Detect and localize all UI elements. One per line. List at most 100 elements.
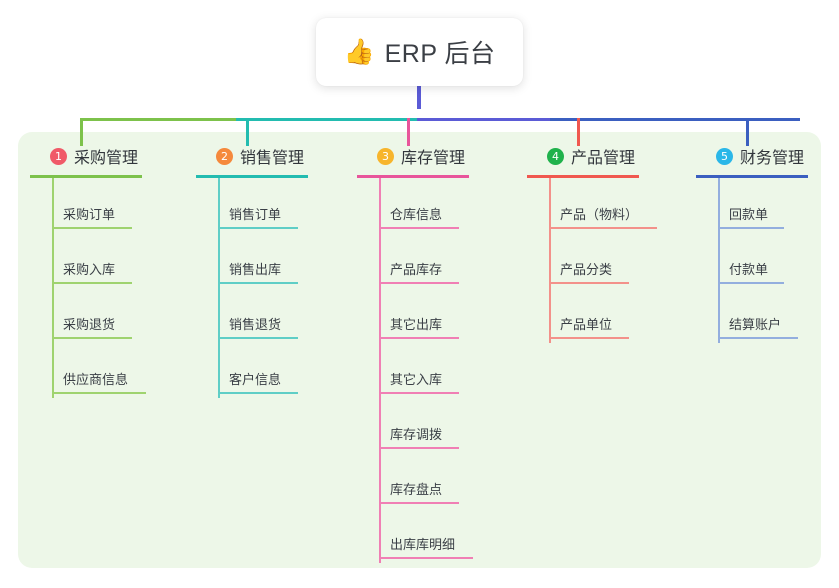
branch-title-5: 财务管理	[740, 150, 805, 167]
leaf-label: 结算账户	[729, 317, 782, 332]
leaf-item[interactable]: 销售订单	[196, 178, 308, 233]
branch-badge-2: 2	[216, 147, 233, 165]
diagram-panel	[18, 132, 821, 568]
bus-connector-4	[550, 118, 728, 121]
branch-badge-4: 4	[547, 147, 564, 165]
leaf-list-2: 销售订单销售出库销售退货客户信息	[196, 178, 308, 398]
leaf-underline	[718, 227, 784, 229]
branch-badge-1: 1	[50, 147, 67, 165]
branch-title-1: 采购管理	[74, 150, 139, 167]
branch-column-4: 4 产品管理产品（物料） 产品分类产品单位	[527, 144, 657, 343]
leaf-item[interactable]: 销售退货	[196, 288, 308, 343]
branch-title-2: 销售管理	[240, 150, 305, 167]
leaf-item[interactable]: 库存盘点	[357, 453, 469, 508]
leaf-item[interactable]: 其它出库	[357, 288, 469, 343]
branch-column-5: 5 财务管理回款单付款单结算账户	[696, 144, 808, 343]
leaf-label: 产品分类	[560, 262, 613, 277]
bus-connector-5	[728, 118, 800, 121]
leaf-underline	[218, 282, 298, 284]
leaf-label: 采购订单	[63, 207, 116, 222]
bus-connector-1	[80, 118, 236, 121]
bus-connector-3	[417, 118, 550, 121]
leaf-label: 销售订单	[229, 207, 282, 222]
branch-underline-1	[30, 175, 142, 178]
branch-header-5[interactable]: 5 财务管理	[696, 144, 808, 168]
leaf-item[interactable]: 仓库信息	[357, 178, 469, 233]
leaf-list-5: 回款单付款单结算账户	[696, 178, 808, 343]
branch-badge-3: 3	[377, 147, 394, 165]
leaf-spine-4	[549, 178, 551, 343]
leaf-item[interactable]: 出库库明细	[357, 508, 473, 563]
leaf-item[interactable]: 供应商信息	[30, 343, 146, 398]
leaf-item[interactable]: 回款单	[696, 178, 808, 233]
branch-underline-3	[357, 175, 469, 178]
leaf-item[interactable]: 采购入库	[30, 233, 142, 288]
leaf-underline	[52, 392, 146, 394]
leaf-underline	[718, 282, 784, 284]
branch-underline-4	[527, 175, 639, 178]
leaf-underline	[379, 392, 459, 394]
drop-connector-1	[80, 118, 83, 146]
leaf-item[interactable]: 产品库存	[357, 233, 469, 288]
branch-title-4: 产品管理	[571, 150, 636, 167]
leaf-underline	[379, 502, 459, 504]
drop-connector-2	[246, 118, 249, 146]
drop-connector-4	[577, 118, 580, 146]
leaf-label: 销售退货	[229, 317, 282, 332]
branch-badge-5: 5	[716, 147, 733, 165]
leaf-item[interactable]: 采购订单	[30, 178, 142, 233]
branch-header-2[interactable]: 2 销售管理	[196, 144, 308, 168]
leaf-underline	[379, 557, 473, 559]
drop-connector-3	[407, 118, 410, 146]
bus-connector-2	[236, 118, 417, 121]
leaf-list-4: 产品（物料） 产品分类产品单位	[527, 178, 657, 343]
leaf-underline	[549, 227, 657, 229]
leaf-item[interactable]: 客户信息	[196, 343, 308, 398]
leaf-label: 供应商信息	[63, 372, 129, 387]
thumbs-up-icon: 👍	[343, 37, 375, 66]
leaf-label: 产品（物料）	[560, 207, 639, 222]
branch-header-1[interactable]: 1 采购管理	[30, 144, 142, 168]
leaf-label: 其它入库	[390, 372, 443, 387]
leaf-item[interactable]: 结算账户	[696, 288, 808, 343]
leaf-item[interactable]: 其它入库	[357, 343, 469, 398]
leaf-label: 采购入库	[63, 262, 116, 277]
leaf-underline	[218, 392, 298, 394]
leaf-label: 仓库信息	[390, 207, 443, 222]
leaf-item[interactable]: 采购退货	[30, 288, 142, 343]
leaf-item[interactable]: 销售出库	[196, 233, 308, 288]
leaf-spine-3	[379, 178, 381, 563]
leaf-label: 销售出库	[229, 262, 282, 277]
branch-column-3: 3 库存管理仓库信息产品库存其它出库其它入库库存调拨库存盘点出库库明细	[357, 144, 473, 563]
leaf-spine-5	[718, 178, 720, 343]
branch-underline-2	[196, 175, 308, 178]
leaf-label: 客户信息	[229, 372, 282, 387]
branch-title-3: 库存管理	[401, 150, 466, 167]
branch-underline-5	[696, 175, 808, 178]
leaf-label: 回款单	[729, 207, 769, 222]
leaf-item[interactable]: 产品单位	[527, 288, 639, 343]
leaf-item[interactable]: 产品分类	[527, 233, 639, 288]
leaf-underline	[52, 227, 132, 229]
leaf-underline	[52, 282, 132, 284]
leaf-item[interactable]: 产品（物料）	[527, 178, 657, 233]
leaf-underline	[718, 337, 798, 339]
leaf-underline	[218, 337, 298, 339]
leaf-list-1: 采购订单采购入库采购退货供应商信息	[30, 178, 146, 398]
leaf-label: 产品单位	[560, 317, 613, 332]
root-node[interactable]: 👍 ERP 后台	[316, 18, 523, 86]
leaf-underline	[379, 282, 459, 284]
leaf-item[interactable]: 库存调拨	[357, 398, 469, 453]
root-stem-connector	[417, 86, 421, 109]
leaf-label: 采购退货	[63, 317, 116, 332]
leaf-label: 付款单	[729, 262, 769, 277]
leaf-underline	[549, 282, 629, 284]
leaf-label: 产品库存	[390, 262, 443, 277]
leaf-item[interactable]: 付款单	[696, 233, 808, 288]
branch-header-3[interactable]: 3 库存管理	[357, 144, 469, 168]
leaf-label: 其它出库	[390, 317, 443, 332]
leaf-underline	[549, 337, 629, 339]
leaf-label: 库存盘点	[390, 482, 443, 497]
branch-header-4[interactable]: 4 产品管理	[527, 144, 639, 168]
leaf-underline	[379, 447, 459, 449]
